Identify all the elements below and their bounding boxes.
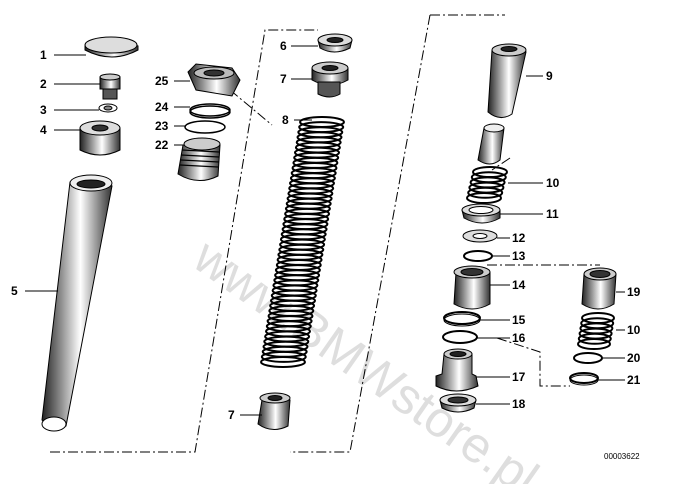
part-24-snap-ring — [189, 103, 231, 119]
callout-22: 22 — [155, 138, 169, 152]
callout-14: 14 — [512, 278, 526, 292]
callout-10-b: 10 — [627, 323, 641, 337]
part-6-spacer — [317, 33, 353, 53]
callout-23: 23 — [155, 119, 169, 133]
part-2-bolt — [99, 73, 121, 100]
callout-15: 15 — [512, 313, 526, 327]
part-8-spring — [260, 116, 345, 368]
callout-3: 3 — [40, 103, 47, 117]
part-19-sleeve — [581, 267, 617, 310]
callout-11: 11 — [546, 207, 559, 221]
callout-12: 12 — [512, 231, 526, 245]
callout-7-bottom: 7 — [228, 408, 235, 422]
part-25-hex-nut — [187, 63, 241, 97]
callout-9: 9 — [546, 69, 553, 83]
part-14-sleeve — [453, 265, 491, 310]
spring-coil — [577, 332, 612, 345]
part-21-ring — [569, 372, 599, 386]
callout-21: 21 — [627, 373, 641, 387]
part-11-ring — [461, 203, 501, 224]
callout-6: 6 — [280, 39, 287, 53]
part-10-spring-b — [577, 312, 615, 350]
part-15-ring — [443, 311, 481, 327]
spring-coil — [467, 186, 504, 199]
part-7-spring-seat-bottom — [257, 392, 291, 430]
part-7-spring-seat-top — [311, 61, 349, 98]
callout-17: 17 — [512, 370, 526, 384]
spring-coil — [260, 356, 306, 368]
part-12-washer — [462, 229, 498, 243]
spring-coil — [466, 192, 502, 204]
part-18-ring — [439, 393, 477, 413]
spring-coil — [577, 338, 611, 350]
callout-13: 13 — [512, 249, 526, 263]
spring-coil — [260, 350, 307, 363]
part-1-cap — [84, 36, 139, 58]
callout-4: 4 — [40, 123, 47, 137]
diagram-code: 00003622 — [604, 452, 640, 461]
part-4-nut — [79, 120, 121, 156]
callout-5: 5 — [11, 284, 18, 298]
part-16-ring — [442, 330, 478, 344]
part-9-damper-rod — [477, 43, 527, 165]
part-3-washer — [98, 103, 118, 113]
part-23-o-ring — [184, 120, 226, 134]
callout-25: 25 — [155, 74, 169, 88]
callout-16: 16 — [512, 331, 526, 345]
callout-10-a: 10 — [546, 176, 560, 190]
part-10-spring-a — [466, 166, 508, 204]
part-22-threaded-plug — [177, 137, 221, 181]
part-13-ring — [463, 250, 493, 262]
part-20-ring — [573, 352, 603, 364]
part-17-bushing — [435, 348, 479, 392]
callout-24: 24 — [155, 100, 169, 114]
callout-7-top: 7 — [280, 72, 287, 86]
leader-lines — [25, 45, 625, 416]
callout-8: 8 — [282, 113, 289, 127]
part-5-fork-tube — [41, 174, 113, 432]
callout-19: 19 — [627, 285, 641, 299]
callout-1: 1 — [40, 48, 47, 62]
callout-18: 18 — [512, 397, 526, 411]
callout-20: 20 — [627, 351, 641, 365]
callout-2: 2 — [40, 77, 47, 91]
